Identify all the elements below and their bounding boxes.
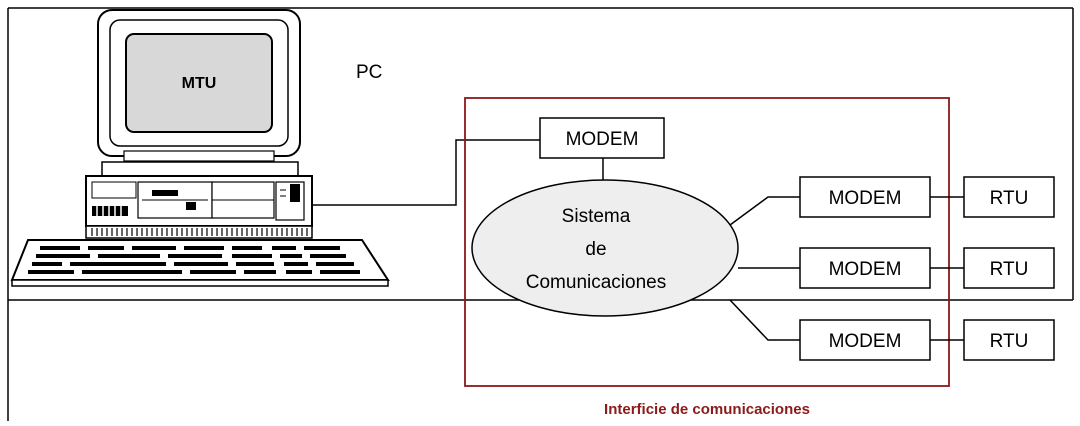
branch-1-rtu-label: RTU bbox=[990, 188, 1029, 209]
top-modem-label: MODEM bbox=[566, 129, 639, 150]
computer-illustration: MTU bbox=[10, 9, 390, 287]
mtu-label: MTU bbox=[182, 75, 217, 92]
branch-3: MODEM RTU bbox=[799, 319, 1055, 361]
interface-caption: Interficie de comunicaciones bbox=[604, 401, 810, 418]
comm-system-ellipse bbox=[471, 179, 739, 317]
branch-3-modem-box bbox=[799, 319, 931, 361]
comm-system-line2: de bbox=[585, 239, 606, 260]
monitor: MTU bbox=[97, 9, 301, 177]
branch-2-modem-box bbox=[799, 247, 931, 289]
branch-2-rtu-label: RTU bbox=[990, 259, 1029, 280]
branch-2: MODEM RTU bbox=[799, 247, 1055, 289]
interface-enclosure bbox=[464, 97, 950, 387]
top-modem-box bbox=[539, 117, 665, 159]
branch-3-connector bbox=[729, 299, 800, 341]
branch-1-rtu-box bbox=[963, 176, 1055, 218]
branch-3-rtu-box bbox=[963, 319, 1055, 361]
pc-label: PC bbox=[356, 62, 382, 83]
branch-3-modem-label: MODEM bbox=[829, 331, 902, 352]
monitor-screen bbox=[125, 33, 273, 133]
keyboard bbox=[10, 239, 390, 287]
comm-system-line3: Comunicaciones bbox=[526, 272, 666, 293]
branch-2-rtu-box bbox=[963, 247, 1055, 289]
pc-to-modem-line bbox=[312, 139, 540, 206]
branch-1: MODEM RTU bbox=[799, 176, 1055, 218]
branch-1-connector bbox=[729, 196, 800, 226]
comm-system-line1: Sistema bbox=[562, 206, 631, 227]
system-unit bbox=[85, 175, 313, 239]
branch-3-rtu-label: RTU bbox=[990, 331, 1029, 352]
branch-2-modem-label: MODEM bbox=[829, 259, 902, 280]
branch-1-modem-label: MODEM bbox=[829, 188, 902, 209]
branch-1-modem-box bbox=[799, 176, 931, 218]
